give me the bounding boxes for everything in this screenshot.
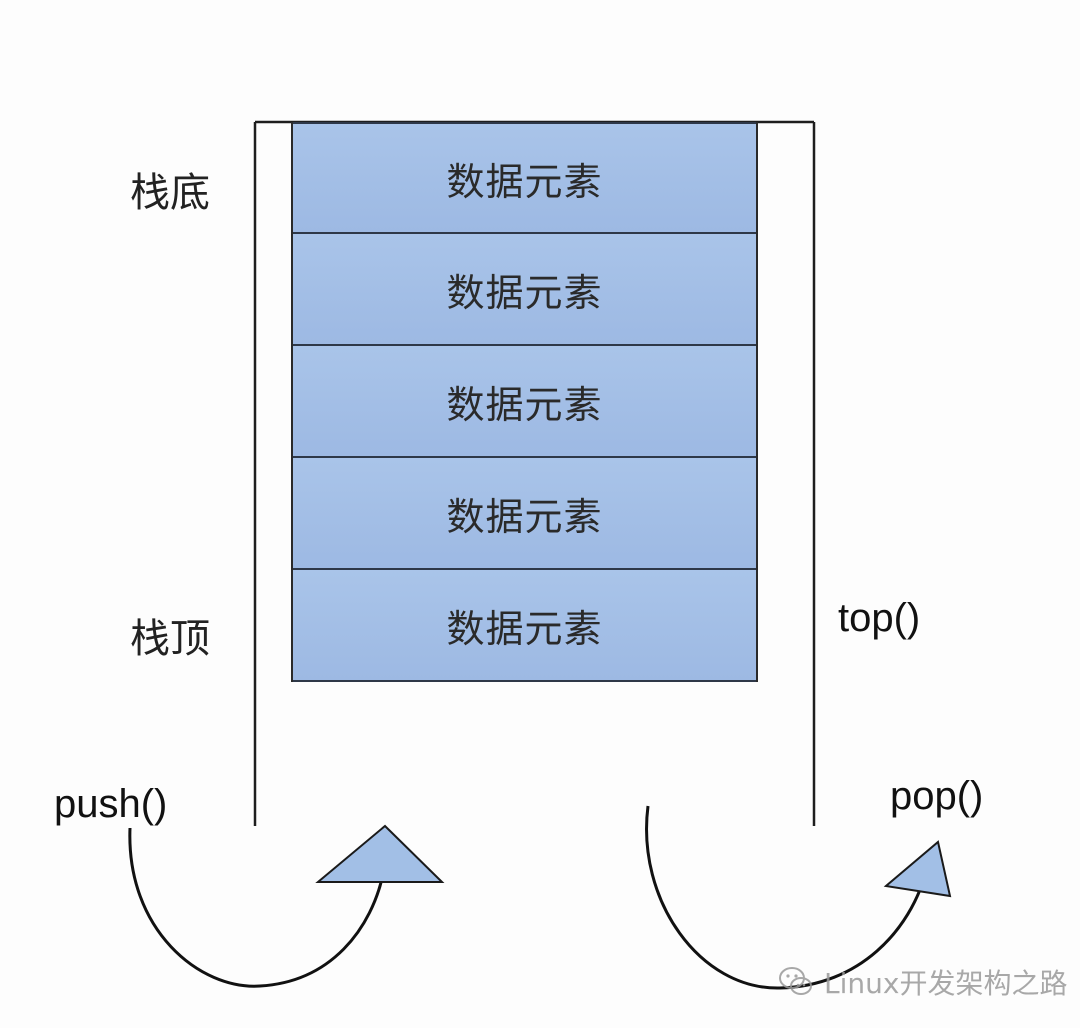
wechat-icon <box>779 967 812 995</box>
stack-element: 数据元素 <box>293 346 756 458</box>
stack-element: 数据元素 <box>293 570 756 682</box>
push-function-label: push() <box>54 782 168 826</box>
stack-element: 数据元素 <box>293 458 756 570</box>
push-arrowhead <box>315 824 445 883</box>
stack-element: 数据元素 <box>293 234 756 346</box>
pop-curve <box>645 805 928 990</box>
watermark: Linux开发架构之路 <box>776 960 1067 1004</box>
watermark-text: Linux开发架构之路 <box>824 967 1068 1000</box>
stack-element: 数据元素 <box>293 122 756 234</box>
stack-elements: 数据元素 数据元素 数据元素 数据元素 数据元素 <box>291 122 758 682</box>
stack-top-label: 栈顶 <box>130 616 210 662</box>
top-function-label: top() <box>838 596 921 640</box>
pop-function-label: pop() <box>890 774 984 818</box>
pop-arrowhead <box>883 840 952 898</box>
push-curve <box>128 827 386 988</box>
stack-bottom-label: 栈底 <box>130 170 210 216</box>
